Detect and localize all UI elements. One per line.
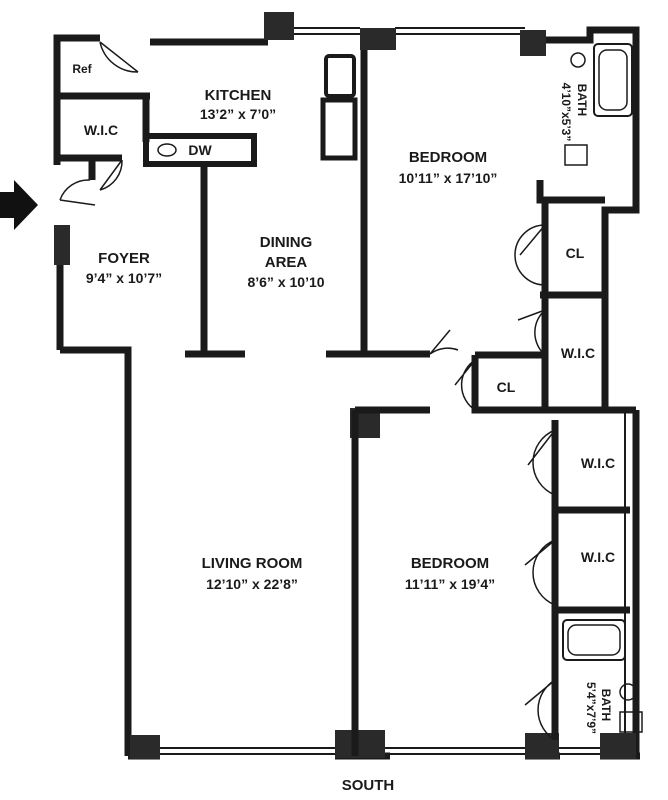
living-room-name: LIVING ROOM xyxy=(202,555,303,572)
bath1-name: BATH xyxy=(575,84,589,116)
foyer-name: FOYER xyxy=(98,250,150,267)
dining-dims: 8’6” x 10’10 xyxy=(247,274,324,290)
dishwasher-icon xyxy=(157,143,177,157)
wic-label-bed1: W.I.C xyxy=(561,345,595,361)
bath2-name: BATH xyxy=(599,689,613,721)
living-room-dims: 12’10” x 22’8” xyxy=(206,576,298,592)
bedroom2-name: BEDROOM xyxy=(411,555,489,572)
kitchen-dims: 13’2” x 7’0” xyxy=(200,106,276,122)
wic-label-bed2-b: W.I.C xyxy=(581,549,615,565)
bath1-dims: 4’10”x5’3” xyxy=(559,83,573,142)
kitchen-name: KITCHEN xyxy=(205,87,272,104)
ref-label: Ref xyxy=(72,62,92,76)
bedroom2-dims: 11’11” x 19’4” xyxy=(405,576,495,592)
entry-arrow-icon xyxy=(0,180,38,230)
closet-label-2: CL xyxy=(497,379,516,395)
pillars xyxy=(54,12,636,759)
dining-name-line2: AREA xyxy=(265,254,308,271)
dining-name-line1: DINING xyxy=(260,234,313,251)
wic-label-bed2-a: W.I.C xyxy=(581,455,615,471)
foyer-dims: 9’4” x 10’7” xyxy=(86,270,162,286)
doors xyxy=(59,41,556,741)
bath-fixtures xyxy=(562,43,643,733)
south-label: SOUTH xyxy=(342,777,395,794)
interior-walls xyxy=(143,54,636,756)
bedroom1-name: BEDROOM xyxy=(409,149,487,166)
closet-label-1: CL xyxy=(566,245,585,261)
dw-label: DW xyxy=(188,142,212,158)
wic-label-entry: W.I.C xyxy=(84,122,118,138)
bath2-dims: 5’4”x7’9” xyxy=(584,682,598,734)
bedroom1-dims: 10’11” x 17’10” xyxy=(399,170,498,186)
